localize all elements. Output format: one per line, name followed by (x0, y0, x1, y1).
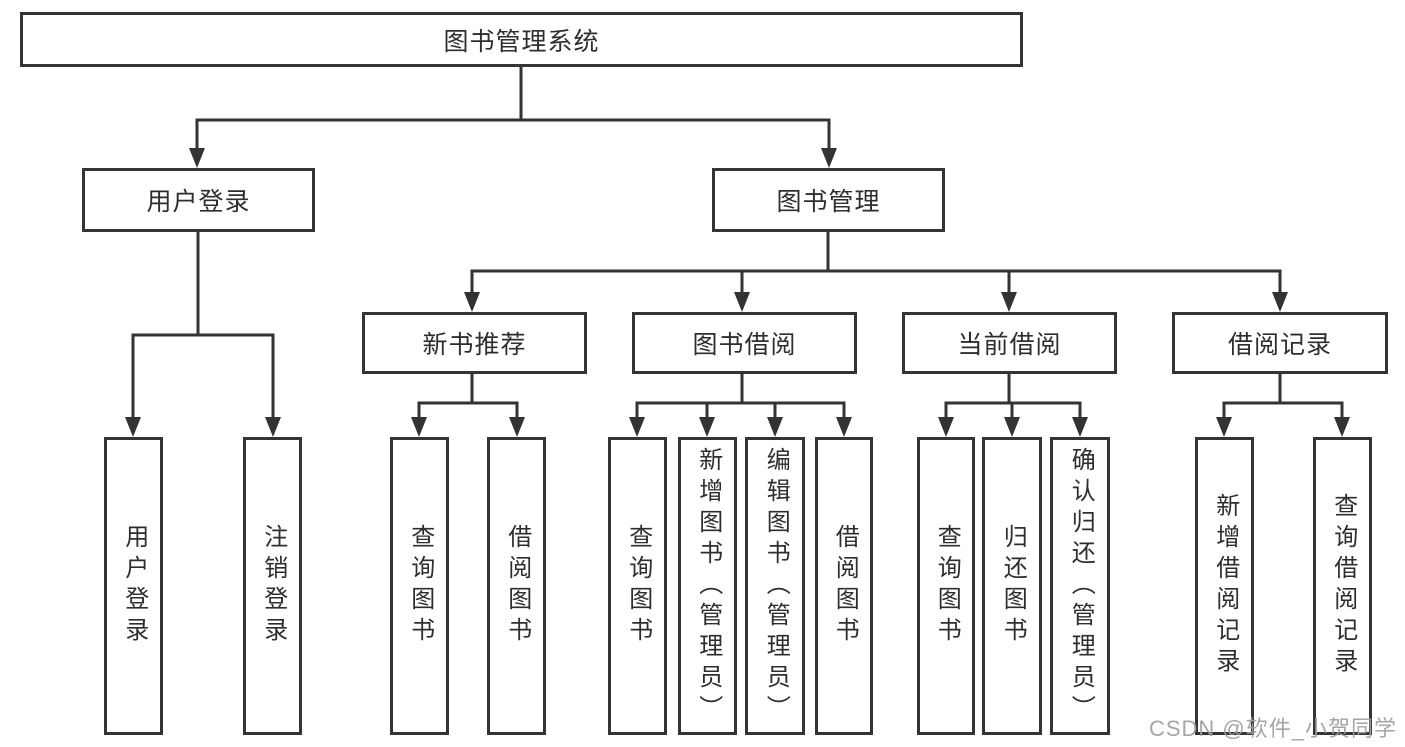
leaf-borrow-books-borrow-label: 借阅图书 (831, 524, 859, 648)
leaf-logout-login-label: 注销登录 (259, 524, 287, 648)
leaf-return-book-label: 归还图书 (999, 524, 1027, 648)
arrowhead-book-management (821, 148, 837, 168)
leaf-edit-book-admin: 编辑图书（管理员） (745, 437, 805, 735)
leaf-query-books-recommend: 查询图书 (390, 437, 449, 735)
arrowhead-bb-edit (767, 417, 783, 437)
arrowhead-leaf-logout (265, 417, 281, 437)
node-current-borrow-label: 当前借阅 (957, 331, 1062, 359)
arrowhead-current-borrow (1001, 292, 1017, 312)
node-borrow-records: 借阅记录 (1172, 312, 1388, 374)
leaf-confirm-return-admin-label: 确认归还（管理员） (1067, 446, 1095, 726)
leaf-borrow-books-recommend: 借阅图书 (487, 437, 546, 735)
node-borrow-records-label: 借阅记录 (1227, 331, 1332, 359)
csdn-watermark: CSDN @软件_小贺同学 (1148, 716, 1397, 741)
leaf-add-borrow-record: 新增借阅记录 (1195, 437, 1254, 735)
node-book-management: 图书管理 (712, 168, 945, 232)
arrowhead-leaf-login (125, 417, 141, 437)
leaf-query-books-recommend-label: 查询图书 (406, 524, 434, 648)
arrowhead-bb-add (699, 417, 715, 437)
arrowhead-rec-query (411, 417, 427, 437)
leaf-logout-login: 注销登录 (243, 437, 302, 735)
node-new-book-recommend: 新书推荐 (362, 312, 587, 374)
leaf-add-borrow-record-label: 新增借阅记录 (1211, 493, 1239, 679)
arrowhead-bb-query (629, 417, 645, 437)
arrowhead-rec-borrow (509, 417, 525, 437)
arrowhead-bb-borrow (836, 417, 852, 437)
leaf-query-borrow-record-label: 查询借阅记录 (1329, 493, 1357, 679)
leaf-query-books-borrow: 查询图书 (608, 437, 667, 735)
leaf-user-login: 用户登录 (104, 437, 163, 735)
node-current-borrow: 当前借阅 (902, 312, 1117, 374)
leaf-query-borrow-record: 查询借阅记录 (1313, 437, 1372, 735)
node-root-system-label: 图书管理系统 (443, 27, 600, 56)
arrowhead-borrow-records (1272, 292, 1288, 312)
arrowhead-cur-confirm (1072, 417, 1088, 437)
arrowhead-recommend (464, 292, 480, 312)
arrowhead-cur-query (938, 417, 954, 437)
arrowhead-user-login (189, 148, 205, 168)
leaf-borrow-books-recommend-label: 借阅图书 (503, 524, 531, 648)
node-book-management-label: 图书管理 (776, 188, 881, 216)
node-book-borrow-label: 图书借阅 (692, 331, 797, 359)
leaf-return-book: 归还图书 (982, 437, 1042, 735)
arrowhead-cur-return (1004, 417, 1020, 437)
leaf-edit-book-admin-label: 编辑图书（管理员） (762, 446, 790, 726)
leaf-add-book-admin: 新增图书（管理员） (678, 437, 737, 735)
leaf-user-login-label: 用户登录 (120, 524, 148, 648)
arrowhead-book-borrow (734, 292, 750, 312)
node-user-login-label: 用户登录 (146, 188, 251, 216)
node-user-login: 用户登录 (82, 168, 315, 232)
node-book-borrow: 图书借阅 (632, 312, 857, 374)
leaf-add-book-admin-label: 新增图书（管理员） (694, 446, 722, 726)
leaf-query-books-borrow-label: 查询图书 (624, 524, 652, 648)
node-root-system: 图书管理系统 (20, 12, 1023, 67)
leaf-confirm-return-admin: 确认归还（管理员） (1050, 437, 1110, 735)
leaf-borrow-books-borrow: 借阅图书 (815, 437, 873, 735)
leaf-query-books-current-label: 查询图书 (933, 524, 961, 648)
node-new-book-recommend-label: 新书推荐 (422, 331, 527, 359)
leaf-query-books-current: 查询图书 (917, 437, 975, 735)
arrowhead-records-add (1216, 417, 1232, 437)
arrowhead-records-query (1334, 417, 1350, 437)
